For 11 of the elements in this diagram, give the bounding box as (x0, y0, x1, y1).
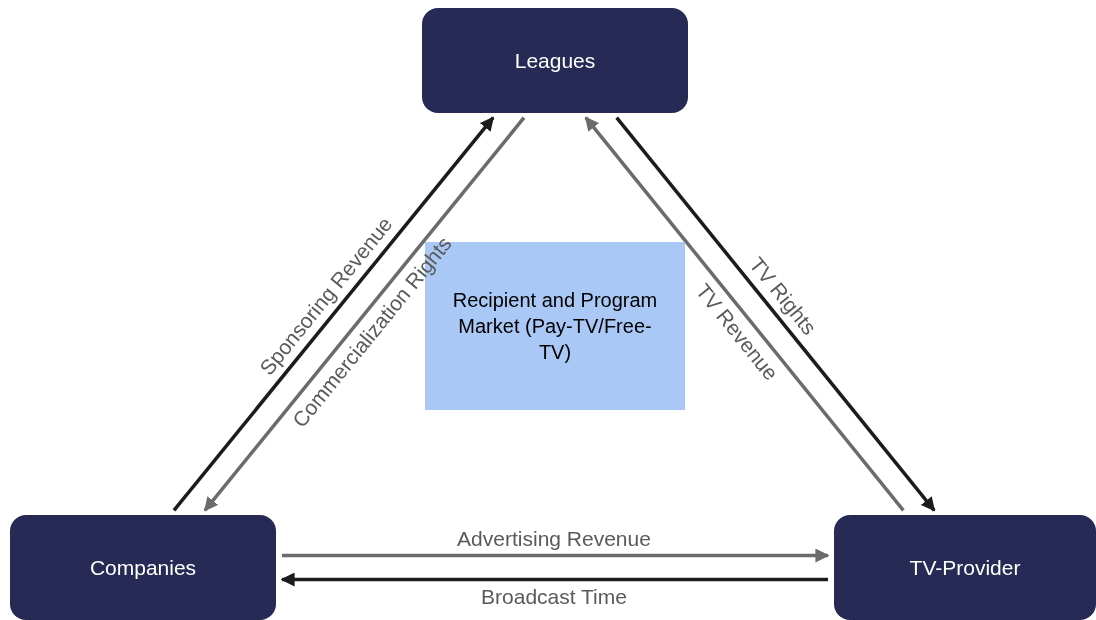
arrow (280, 572, 828, 587)
arrow (282, 548, 830, 563)
entity-box: Leagues (422, 8, 688, 113)
edge-label: Broadcast Time (481, 583, 627, 610)
arrow (584, 116, 905, 512)
arrow (203, 116, 526, 512)
entity-box: Companies (10, 515, 276, 620)
arrow (615, 116, 936, 512)
edge-label: Advertising Revenue (457, 525, 651, 552)
arrow (172, 116, 495, 512)
entity-box: TV-Provider (834, 515, 1096, 620)
